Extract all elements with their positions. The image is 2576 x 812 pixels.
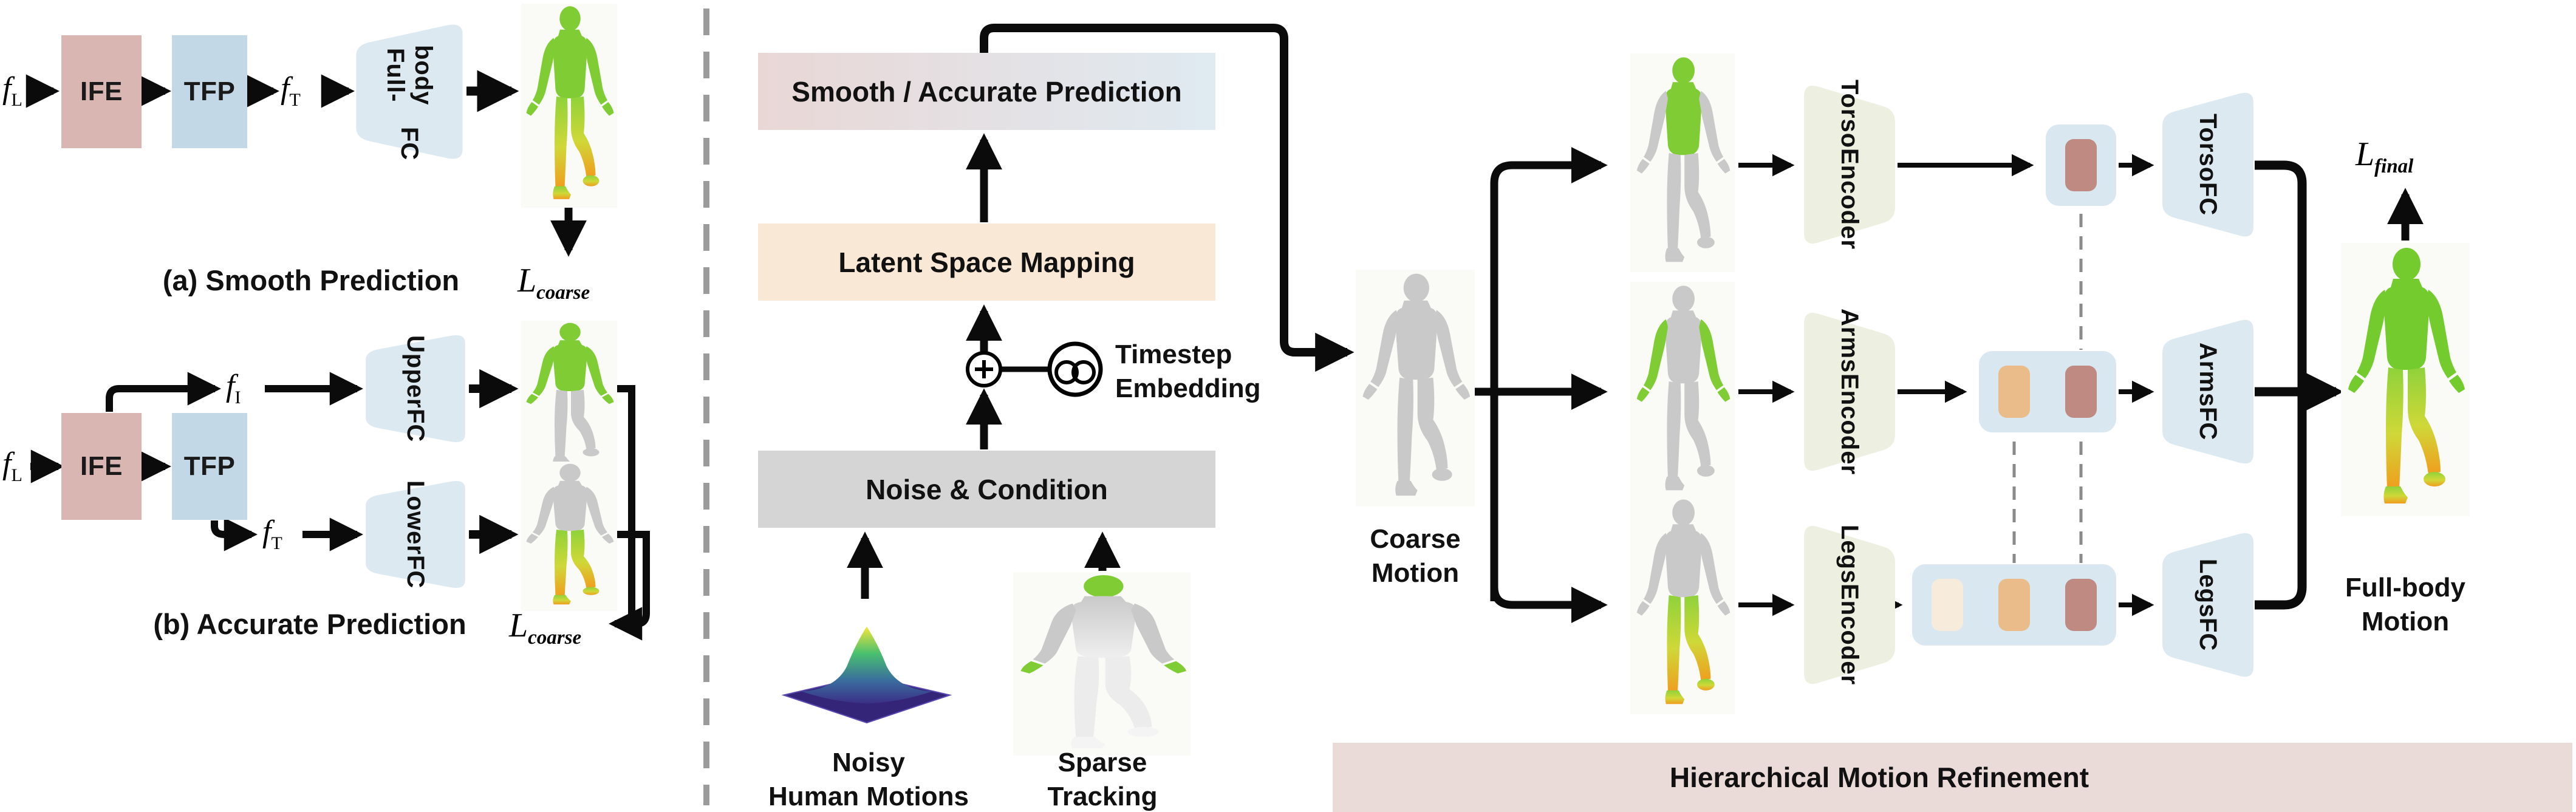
coarse-loss-label-a: Lcoarse	[518, 262, 590, 304]
panel-a-arrows	[26, 70, 587, 257]
tfp-block-b: TFP	[172, 413, 247, 520]
ife-block-a: IFE	[61, 35, 142, 148]
torso-token-mauve	[2065, 139, 2097, 191]
refinement-arrows	[1475, 147, 2424, 623]
final-loss-label: Lfinal	[2356, 135, 2414, 177]
noise-condition-box: Noise & Condition	[758, 451, 1215, 528]
panel-b-arrows	[30, 369, 650, 641]
temporal-feature-label-b: fT	[262, 514, 282, 553]
human-figures	[521, 4, 2470, 756]
legs-token-orange	[1998, 579, 2030, 631]
legs-token-mauve	[2065, 579, 2097, 631]
legs-token-cream	[1932, 579, 1963, 631]
latent-space-mapping-box: Latent Space Mapping	[758, 223, 1215, 301]
timestep-embedding-icon	[1047, 341, 1103, 397]
plus-icon	[966, 351, 1002, 387]
temporal-feature-label-a: fT	[281, 71, 301, 110]
intermediate-feature-label: fI	[226, 369, 241, 408]
arms-token-orange	[1998, 366, 2030, 418]
smooth-accurate-prediction-box: Smooth / Accurate Prediction	[758, 53, 1215, 130]
hierarchical-refinement-banner: Hierarchical Motion Refinement	[1333, 743, 2572, 812]
caption-accurate-prediction: (b) Accurate Prediction	[153, 608, 466, 640]
noisy-motions-surface	[783, 626, 951, 724]
input-feature-label-b: fL	[2, 446, 22, 485]
diffusion-arrows	[847, 24, 1355, 599]
ife-block-b: IFE	[61, 413, 142, 520]
hierarchical-refinement-title: Hierarchical Motion Refinement	[1669, 762, 2089, 793]
tfp-block-a: TFP	[172, 35, 247, 148]
input-feature-label-a: fL	[2, 71, 22, 110]
caption-smooth-prediction: (a) Smooth Prediction	[162, 264, 460, 296]
token-alignment-dashes	[2012, 191, 2083, 563]
coarse-loss-label-b: Lcoarse	[509, 607, 582, 649]
arms-token-mauve	[2065, 366, 2097, 418]
